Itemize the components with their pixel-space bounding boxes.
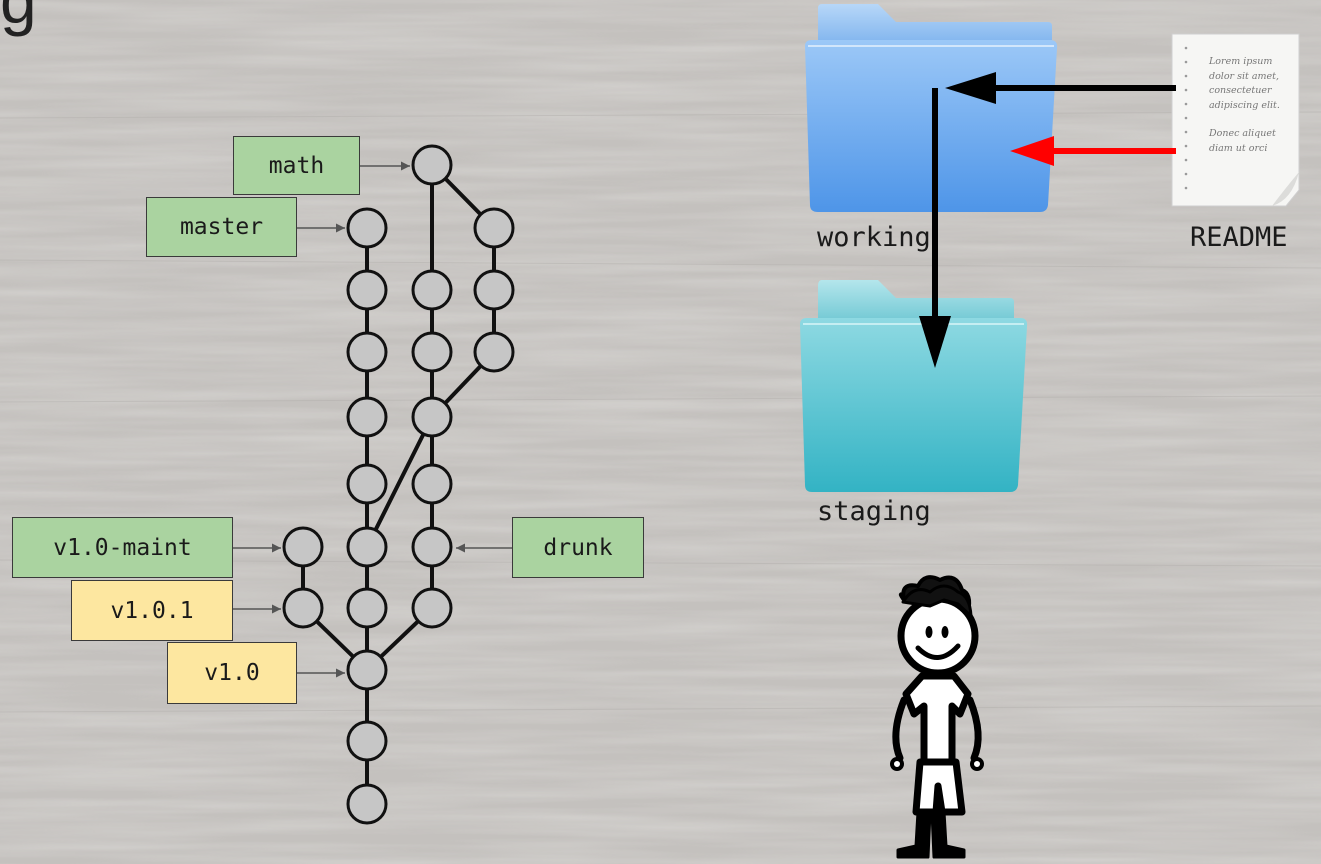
- readme-line: diam ut orci: [1209, 142, 1268, 154]
- branch-label-v1-0-maint: v1.0-maint: [12, 517, 233, 578]
- readme-line: Lorem ipsum: [1209, 56, 1273, 67]
- commit-node: [411, 396, 453, 438]
- tag-label-v1-0: v1.0: [167, 642, 297, 704]
- commit-node: [473, 269, 515, 311]
- readme-line: consectetuer: [1209, 85, 1272, 96]
- branch-label-master: master: [146, 197, 297, 257]
- folder-icon: [805, 4, 1058, 212]
- readme-to-working-arrow: [945, 72, 1176, 104]
- commit-node: [411, 587, 453, 629]
- commit-node: [411, 526, 453, 568]
- document-icon: [1171, 33, 1300, 207]
- commit-node: [411, 463, 453, 505]
- commit-node: [282, 587, 324, 629]
- readme-line: dolor sit amet,: [1209, 70, 1280, 82]
- readme-to-working-red-arrow: [1010, 136, 1176, 166]
- commit-node: [282, 526, 324, 568]
- commit-node: [473, 207, 515, 249]
- commit-node: [411, 331, 453, 373]
- readme-label: README: [1190, 222, 1288, 253]
- label-pointers: [233, 161, 512, 678]
- readme-line: Donec aliquet: [1209, 128, 1276, 139]
- commit-node: [346, 207, 388, 249]
- commit-node: [346, 463, 388, 505]
- stick-figure-icon: [890, 575, 984, 859]
- commit-node: [411, 144, 453, 186]
- tag-label-v1-0-1: v1.0.1: [71, 580, 233, 641]
- commit-node: [346, 720, 388, 762]
- readme-document-text: Lorem ipsum dolor sit amet, consectetuer…: [1209, 55, 1299, 156]
- commit-node: [346, 587, 388, 629]
- commit-node: [346, 526, 388, 568]
- commit-node: [346, 783, 388, 825]
- commit-node: [346, 269, 388, 311]
- commit-node: [411, 269, 453, 311]
- commit-node: [346, 396, 388, 438]
- folder-icon: [800, 280, 1028, 492]
- branch-label-drunk: drunk: [512, 517, 644, 578]
- branch-label-math: math: [233, 136, 360, 195]
- commit-node: [346, 649, 388, 691]
- heading-fragment: g: [0, 0, 39, 37]
- staging-folder-label: staging: [817, 496, 931, 527]
- commit-node: [473, 331, 515, 373]
- working-to-staging-arrow: [919, 88, 951, 368]
- commit-nodes: [282, 144, 515, 825]
- readme-line: adipiscing elit.: [1209, 99, 1280, 111]
- commit-node: [346, 331, 388, 373]
- working-folder-label: working: [817, 222, 931, 253]
